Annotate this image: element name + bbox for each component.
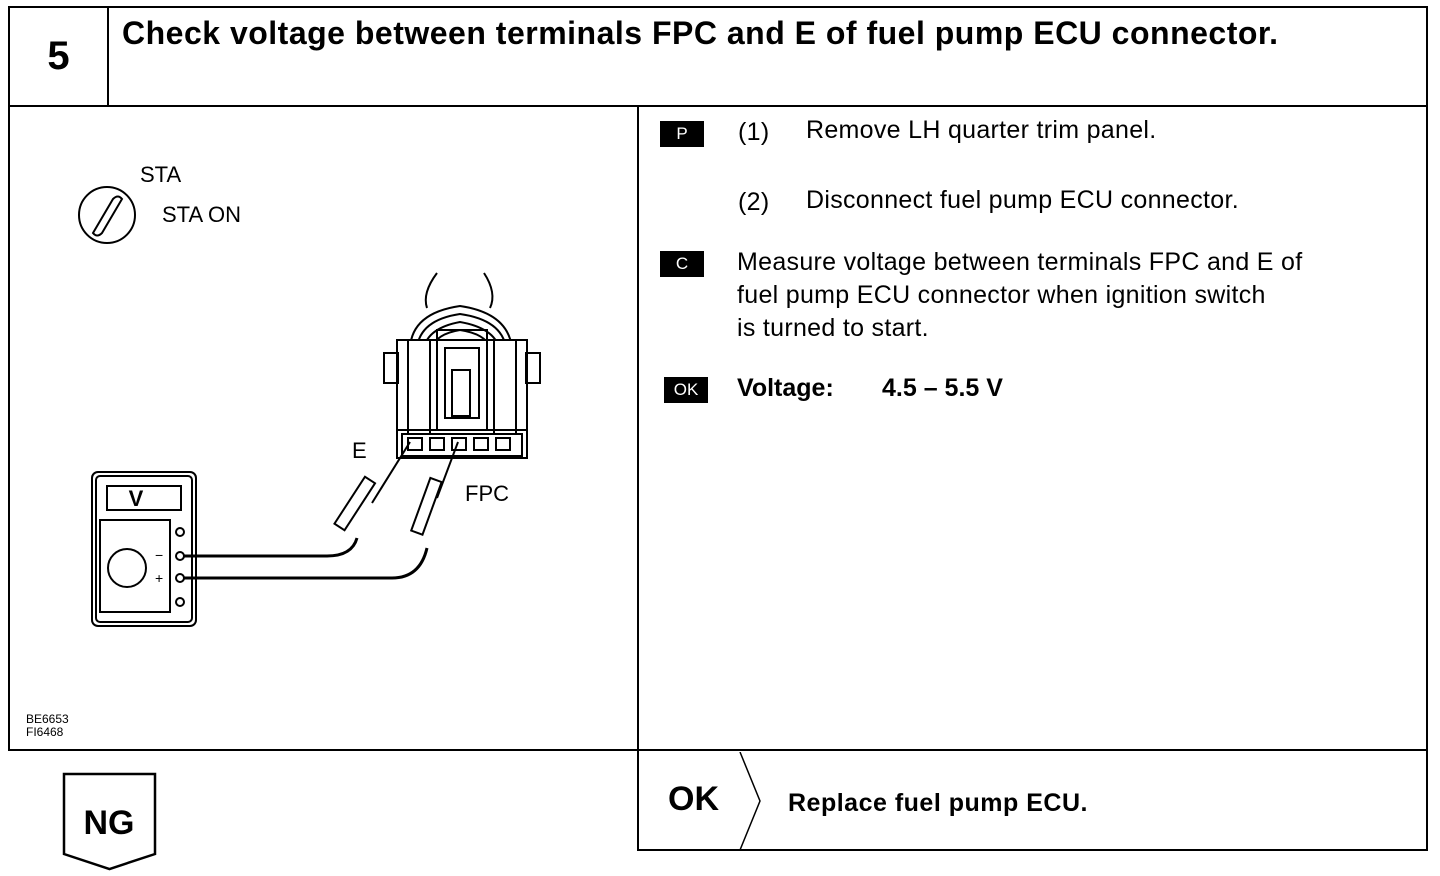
terminal-fpc-label: FPC — [465, 481, 509, 506]
connector-diagram: STA STA ON E FPC — [78, 162, 541, 627]
procedure-badge-p: P — [660, 121, 704, 147]
voltmeter-icon — [91, 471, 197, 627]
test-probes — [333, 441, 459, 536]
step-header: 5 — [8, 6, 1428, 107]
step-title: Check voltage between terminals FPC and … — [122, 15, 1279, 51]
ng-label: NG — [83, 804, 135, 842]
ok-badge: OK — [664, 377, 708, 403]
check-badge-c: C — [660, 251, 704, 277]
terminal-e-label: E — [352, 438, 367, 463]
step2-text: Disconnect fuel pump ECU connector. — [806, 186, 1239, 214]
measure-line-2: fuel pump ECU connector when ignition sw… — [737, 281, 1266, 309]
meter-display: V — [129, 486, 144, 511]
fuel-pump-ecu-connector — [383, 272, 541, 459]
step1-text: Remove LH quarter trim panel. — [806, 116, 1157, 144]
meter-plus: + — [155, 570, 163, 586]
ignition-state-label: STA ON — [162, 202, 241, 227]
measure-line-3: is turned to start. — [737, 314, 929, 342]
ok-label: OK — [668, 780, 719, 818]
step2-number: (2) — [738, 188, 770, 216]
ok-action: Replace fuel pump ECU. — [788, 789, 1088, 817]
meter-leads — [184, 537, 429, 580]
content-frame — [8, 105, 1428, 751]
figure-id: FI6468 — [26, 725, 64, 739]
figure-id: BE6653 — [26, 712, 69, 726]
ignition-label: STA — [140, 162, 181, 187]
ok-arrow-icon — [739, 752, 761, 850]
step-number: 5 — [10, 8, 109, 105]
meter-minus: − — [155, 547, 163, 563]
voltage-label: Voltage: — [737, 374, 834, 402]
ok-result-box — [637, 750, 1428, 851]
ignition-switch-icon — [78, 186, 136, 244]
measure-line-1: Measure voltage between terminals FPC an… — [737, 248, 1303, 276]
step1-number: (1) — [738, 118, 770, 146]
voltage-value: 4.5 – 5.5 V — [882, 374, 1003, 402]
ng-arrow-icon — [62, 772, 157, 871]
column-divider — [637, 105, 639, 851]
